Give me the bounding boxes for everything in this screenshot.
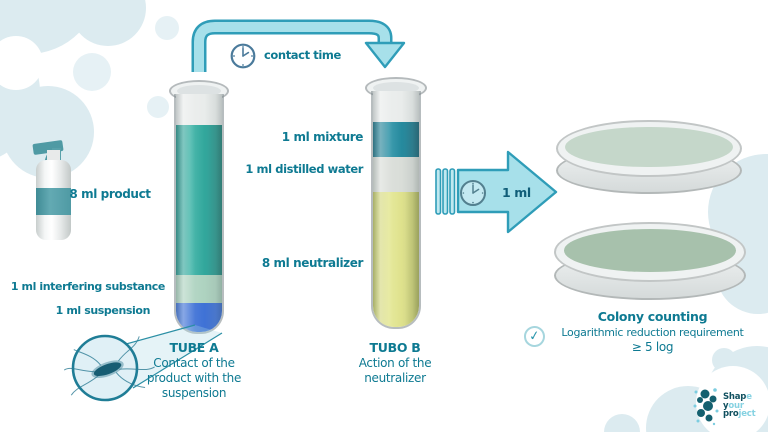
bacterium-icon [63,336,155,396]
spray-bottle-neck [47,150,60,163]
logo-dots-icon [693,388,719,426]
logo-wordmark: Shape your project [723,392,756,420]
tube-a-interfering-band [176,275,222,303]
check-glyph: ✓ [528,328,541,345]
colony-counting-block: Colony counting Logarithmic reduction re… [545,309,760,355]
transfer-arrow [435,150,558,234]
tube-a-glass-headspace [176,94,222,125]
spray-bottle-label-band [36,188,71,215]
contact-time-label: contact time [264,48,341,62]
petri-dish-agar [563,229,737,272]
petri-dish-agar [565,126,733,168]
tube-b-caption-line: Action of the [358,356,432,370]
interfering-substance-label: 1 ml interfering substance [10,280,166,293]
tube-b-title: TUBO B [369,340,421,355]
tube-b-caption: TUBO B Action of the neutralizer [335,340,455,386]
transfer-volume-label: 1 ml [502,185,531,200]
tube-a-caption-line: suspension [161,386,227,400]
tube-a-caption: TUBE A Contact of the product with the s… [134,340,254,401]
tube-b-glass-headspace [373,91,419,122]
petri-dish-top [556,120,742,194]
colony-counting-title: Colony counting [597,309,708,324]
tube-a-glass-reflection [176,94,222,332]
tube-b-glass-reflection [373,91,419,327]
neutralizer-label: 8 ml neutralizer [261,256,364,270]
colony-threshold: ≥ 5 log [631,340,674,354]
tube-a-caption-line: product with the [146,371,242,385]
distilled-water-label: 1 ml distilled water [245,162,363,176]
product-label: 8 ml product [69,187,151,201]
contact-time-arrow [191,19,406,72]
suspension-label: 1 ml suspension [55,304,151,317]
tube-a-suspension-band [176,303,222,332]
bacteria-magnifier [63,324,223,402]
tube-b-neutralizer-liquid [373,192,419,327]
tube-b-caption-line: neutralizer [364,371,426,385]
tube-b-water-band [373,157,419,192]
brand-logo: Shape your project [692,386,756,426]
petri-dish-bottom [554,222,746,300]
tube-b [371,91,421,329]
tube-a-product-liquid [176,125,222,275]
tube-a-caption-line: Contact of the [153,356,235,370]
tube-a-title: TUBE A [169,340,219,355]
mixture-label: 1 ml mixture [281,130,364,144]
tube-a [174,94,224,334]
colony-requirement: Logarithmic reduction requirement [561,326,744,339]
clock-icon [230,43,256,69]
tube-b-mixture-band [373,122,419,157]
